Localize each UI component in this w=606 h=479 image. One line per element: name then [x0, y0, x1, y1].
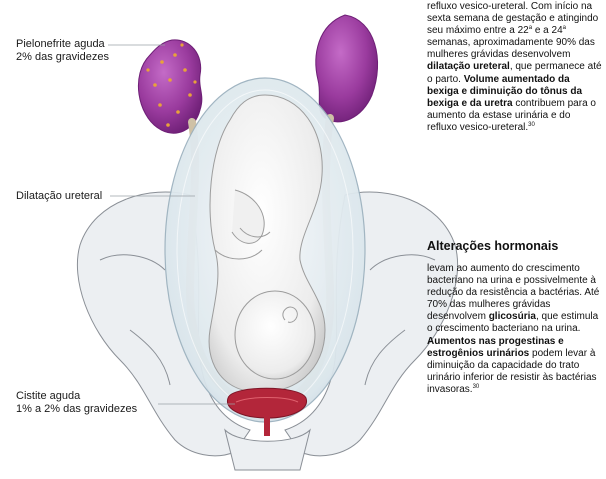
label-pyelonephritis-rate: 2% das gravidezes — [16, 51, 109, 64]
section-heading: Alterações hormonais — [427, 239, 558, 253]
superscript: a — [563, 25, 566, 31]
label-cystitis-rate: 1% a 2% das gravidezes — [16, 403, 137, 416]
label-cystitis: Cistite aguda 1% a 2% das gravidezes — [16, 390, 137, 416]
paragraph-hormonal-changes: levam ao aumento do crescimento bacteria… — [427, 263, 603, 396]
bold-term: glicosúria — [489, 311, 536, 322]
label-cystitis-title: Cistite aguda — [16, 390, 137, 403]
reference-number: 30 — [473, 384, 480, 390]
right-kidney — [316, 15, 378, 122]
text-span: e a 24 — [532, 25, 563, 36]
label-pyelonephritis-title: Pielonefrite aguda — [16, 38, 109, 51]
paragraph-anatomical-changes: refluxo vesico-ureteral. Com início na s… — [427, 1, 603, 134]
text-span: refluxo vesico-ureteral. Com início na s… — [427, 1, 598, 36]
label-ureteral-dilation: Dilatação ureteral — [16, 190, 102, 203]
label-pyelonephritis: Pielonefrite aguda 2% das gravidezes — [16, 38, 109, 64]
bold-term: dilatação ureteral — [427, 61, 510, 72]
reference-number: 30 — [528, 122, 535, 128]
text-span: semanas, aproximadamente 90% das mulhere… — [427, 37, 595, 60]
